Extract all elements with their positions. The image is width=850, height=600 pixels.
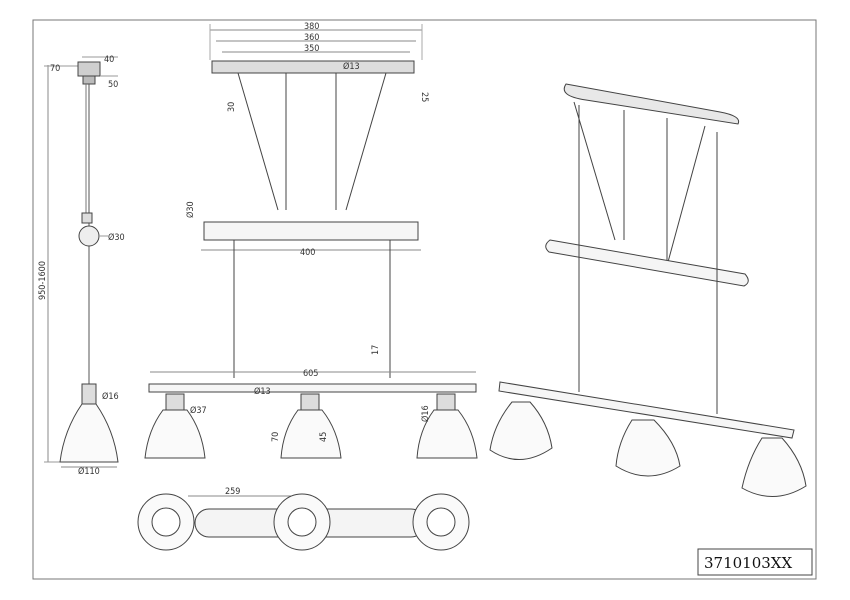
socket-height-label: 45 <box>319 432 329 442</box>
canopy-hole-label: Ø13 <box>343 61 360 72</box>
front-view <box>144 24 478 459</box>
front-shade-right <box>416 409 478 459</box>
model-number: 3710103XX <box>704 554 792 572</box>
perspective-canopy <box>563 83 740 125</box>
side-shade-label: Ø110 <box>78 466 100 477</box>
front-canopy <box>211 60 415 74</box>
side-canopy-depth-label: 50 <box>108 80 118 90</box>
canopy-mount-spacing-label: 350 <box>304 44 319 54</box>
side-view <box>44 56 119 468</box>
shade-height-label: 70 <box>271 432 281 442</box>
side-shade <box>59 403 119 463</box>
front-shade-middle <box>280 409 342 459</box>
perspective-view <box>489 83 807 497</box>
perspective-shade-1 <box>489 401 553 460</box>
side-total-height-label: 950-1600 <box>38 261 48 300</box>
side-canopy-width-label: 40 <box>104 55 114 65</box>
cable-drop-label: 30 <box>227 102 237 112</box>
perspective-shade-3 <box>741 437 807 497</box>
front-counterweight-bar <box>203 221 419 241</box>
canopy-inner-length-label: 360 <box>304 33 319 43</box>
side-socket-label: Ø16 <box>102 391 119 402</box>
side-counterweight <box>78 225 100 247</box>
top-spacing-label: 259 <box>225 487 240 497</box>
canopy-height-label: 25 <box>419 92 429 102</box>
shade-socket-diameter-label: Ø16 <box>420 405 431 422</box>
counterweight-diameter-label: Ø30 <box>185 201 196 218</box>
bar-height-label: 17 <box>371 345 381 355</box>
front-shade-left <box>144 409 206 459</box>
counterweight-length-label: 400 <box>300 248 315 258</box>
bar-length-label: 605 <box>303 369 318 379</box>
top-view <box>137 493 470 551</box>
perspective-shade-2 <box>615 419 681 477</box>
model-number-box <box>697 548 813 576</box>
side-counterweight-label: Ø30 <box>108 232 125 243</box>
perspective-light-bar <box>498 381 795 439</box>
side-canopy-offset-label: 70 <box>50 64 60 74</box>
perspective-counterweight <box>545 239 749 287</box>
canopy-length-label: 380 <box>304 22 319 32</box>
bar-hole-label: Ø13 <box>254 386 271 397</box>
socket-diameter-label: Ø37 <box>190 405 207 416</box>
front-light-bar <box>148 383 477 393</box>
drawing-frame <box>32 19 817 580</box>
